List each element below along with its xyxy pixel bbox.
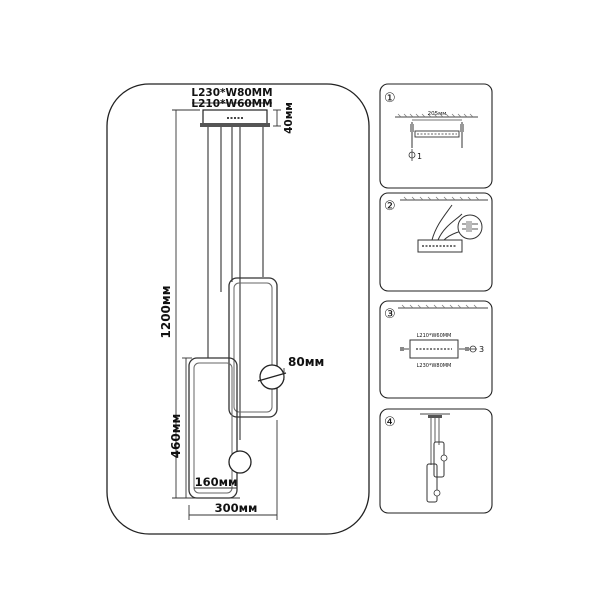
width-label: 300мм (215, 501, 258, 515)
canopy-inner-label: L210*W60MM (191, 98, 272, 110)
screwdriver-icon: 3 (469, 345, 484, 354)
canopy-outer-label: L230*W80MM (191, 87, 272, 99)
ceiling-hatch (395, 113, 478, 118)
sphere-upper (257, 364, 287, 390)
upper-led-frame (228, 277, 278, 418)
mini-wires (430, 418, 440, 465)
step-1-number: ① (384, 91, 396, 106)
mini-sphere-lower (433, 489, 441, 497)
dimension-lines (172, 102, 285, 520)
mini-canopy (428, 415, 442, 418)
step-1-panel: ① 205мм 1 (379, 83, 493, 189)
lower-height-label: 460мм (169, 414, 183, 459)
inner-width-label: 160мм (195, 475, 238, 489)
sphere-lower (228, 450, 252, 474)
ceiling-hatch (400, 196, 488, 201)
mounting-bracket (414, 130, 460, 138)
main-drawing-panel: L230*W80MM L210*W60MM 40мм 1200мм 460мм … (106, 83, 370, 535)
main-panel-frame (106, 83, 370, 535)
step-4-number: ④ (384, 415, 396, 430)
total-height-label: 1200мм (159, 285, 173, 338)
ceiling-hatch (398, 304, 488, 309)
step-3-number: ③ (384, 307, 396, 322)
step-2-panel: ② (379, 192, 493, 292)
step-4-panel: ④ (379, 408, 493, 514)
side-screws (400, 347, 469, 351)
step-1-screw-label: 1 (417, 152, 422, 161)
step-1-dimension-label: 205мм (428, 111, 447, 117)
drill-symbol: 1 (408, 149, 422, 161)
ceiling-canopy (200, 109, 270, 127)
mini-sphere-upper (440, 454, 448, 462)
mini-lower-frame (426, 463, 438, 503)
step-3-panel: ③ L210*W60MM L230*W80MM 3 (379, 300, 493, 399)
sphere-size-label: 80мм (288, 355, 324, 369)
step-3-screw-label: 3 (479, 345, 484, 354)
wire-detail-magnifier (457, 214, 483, 240)
suspension-wires (207, 127, 264, 440)
step-3-inner-label: L210*W60MM (417, 333, 452, 339)
step-2-number: ② (384, 199, 396, 214)
canopy-height-label: 40мм (283, 102, 295, 134)
step-3-outer-label: L230*W80MM (417, 363, 452, 369)
anchor-screws (410, 122, 464, 148)
